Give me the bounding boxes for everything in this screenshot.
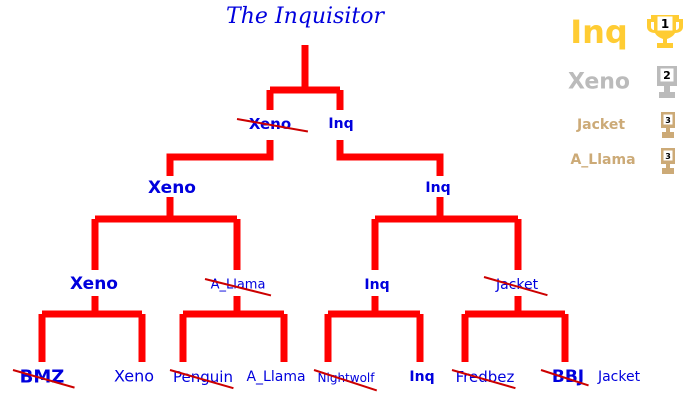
leaderboard-name-2: Xeno bbox=[567, 69, 631, 95]
trophy-rank-1: 1 bbox=[661, 17, 669, 31]
bracket-line-semi-left bbox=[166, 140, 274, 176]
quarter-name-3: Inq bbox=[364, 277, 390, 293]
bracket-line-r1-a bbox=[38, 296, 146, 362]
trophy-rank-3b: 3 bbox=[665, 152, 671, 161]
gold-trophy-icon: 1 bbox=[647, 15, 683, 48]
leaderboard-name-1: Inq bbox=[570, 13, 628, 51]
semi-left-name: Xeno bbox=[148, 178, 196, 198]
leaderboard-name-3: Jacket bbox=[576, 117, 626, 133]
trophy-rank-3a: 3 bbox=[665, 116, 671, 125]
quarter-name-1: Xeno bbox=[70, 274, 118, 294]
r1-extra-name: Jacket bbox=[597, 369, 641, 385]
leaderboard-name-4: A_Llama bbox=[570, 152, 636, 168]
r1-name-6: Inq bbox=[409, 369, 435, 385]
bracket-line-semi-right bbox=[336, 140, 444, 176]
bracket-line-final-split bbox=[266, 85, 344, 110]
r1-name-3: Penguin bbox=[173, 368, 233, 386]
bracket-line-quarter-right bbox=[371, 197, 522, 270]
bronze-trophy-icon-2: 3 bbox=[661, 148, 675, 174]
trophy-rank-2: 2 bbox=[663, 69, 671, 82]
r1-name-7: Fredbez bbox=[455, 368, 515, 386]
bracket-line-r1-b bbox=[179, 296, 288, 362]
bronze-trophy-icon-1: 3 bbox=[661, 112, 675, 138]
bracket-line-r1-c bbox=[324, 296, 424, 362]
bracket-line-quarter-left bbox=[91, 197, 241, 270]
silver-trophy-icon: 2 bbox=[657, 66, 677, 98]
r1-name-4: A_Llama bbox=[246, 369, 306, 385]
semi-right-name: Inq bbox=[425, 180, 451, 196]
r1-name-2: Xeno bbox=[113, 366, 155, 386]
final-right-name: Inq bbox=[328, 116, 354, 132]
tournament-title: The Inquisitor bbox=[226, 4, 384, 29]
bracket-line-r1-d bbox=[461, 296, 569, 362]
